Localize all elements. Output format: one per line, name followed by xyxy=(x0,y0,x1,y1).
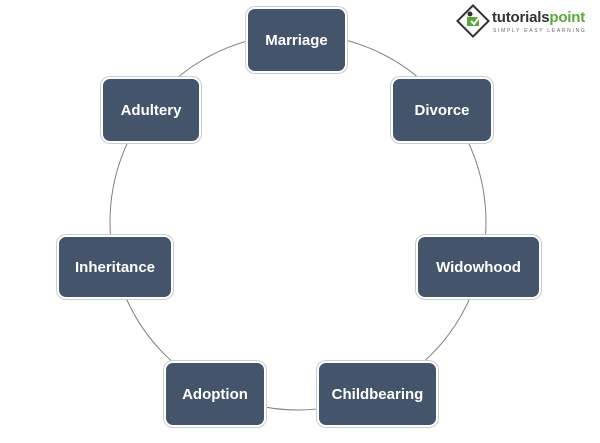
tutorialspoint-logo: tutorialspoint SIMPLY EASY LEARNING xyxy=(456,4,596,44)
logo-icon xyxy=(456,4,490,38)
node-divorce: Divorce xyxy=(391,77,493,143)
node-childbearing: Childbearing xyxy=(317,361,438,427)
node-marriage: Marriage xyxy=(246,7,347,73)
node-adoption: Adoption xyxy=(164,361,266,427)
logo-tagline: SIMPLY EASY LEARNING xyxy=(493,28,587,34)
node-adultery: Adultery xyxy=(101,77,201,143)
node-widowhood: Widowhood xyxy=(416,235,541,299)
logo-wordmark: tutorialspoint xyxy=(492,9,586,26)
node-inheritance: Inheritance xyxy=(57,235,173,299)
